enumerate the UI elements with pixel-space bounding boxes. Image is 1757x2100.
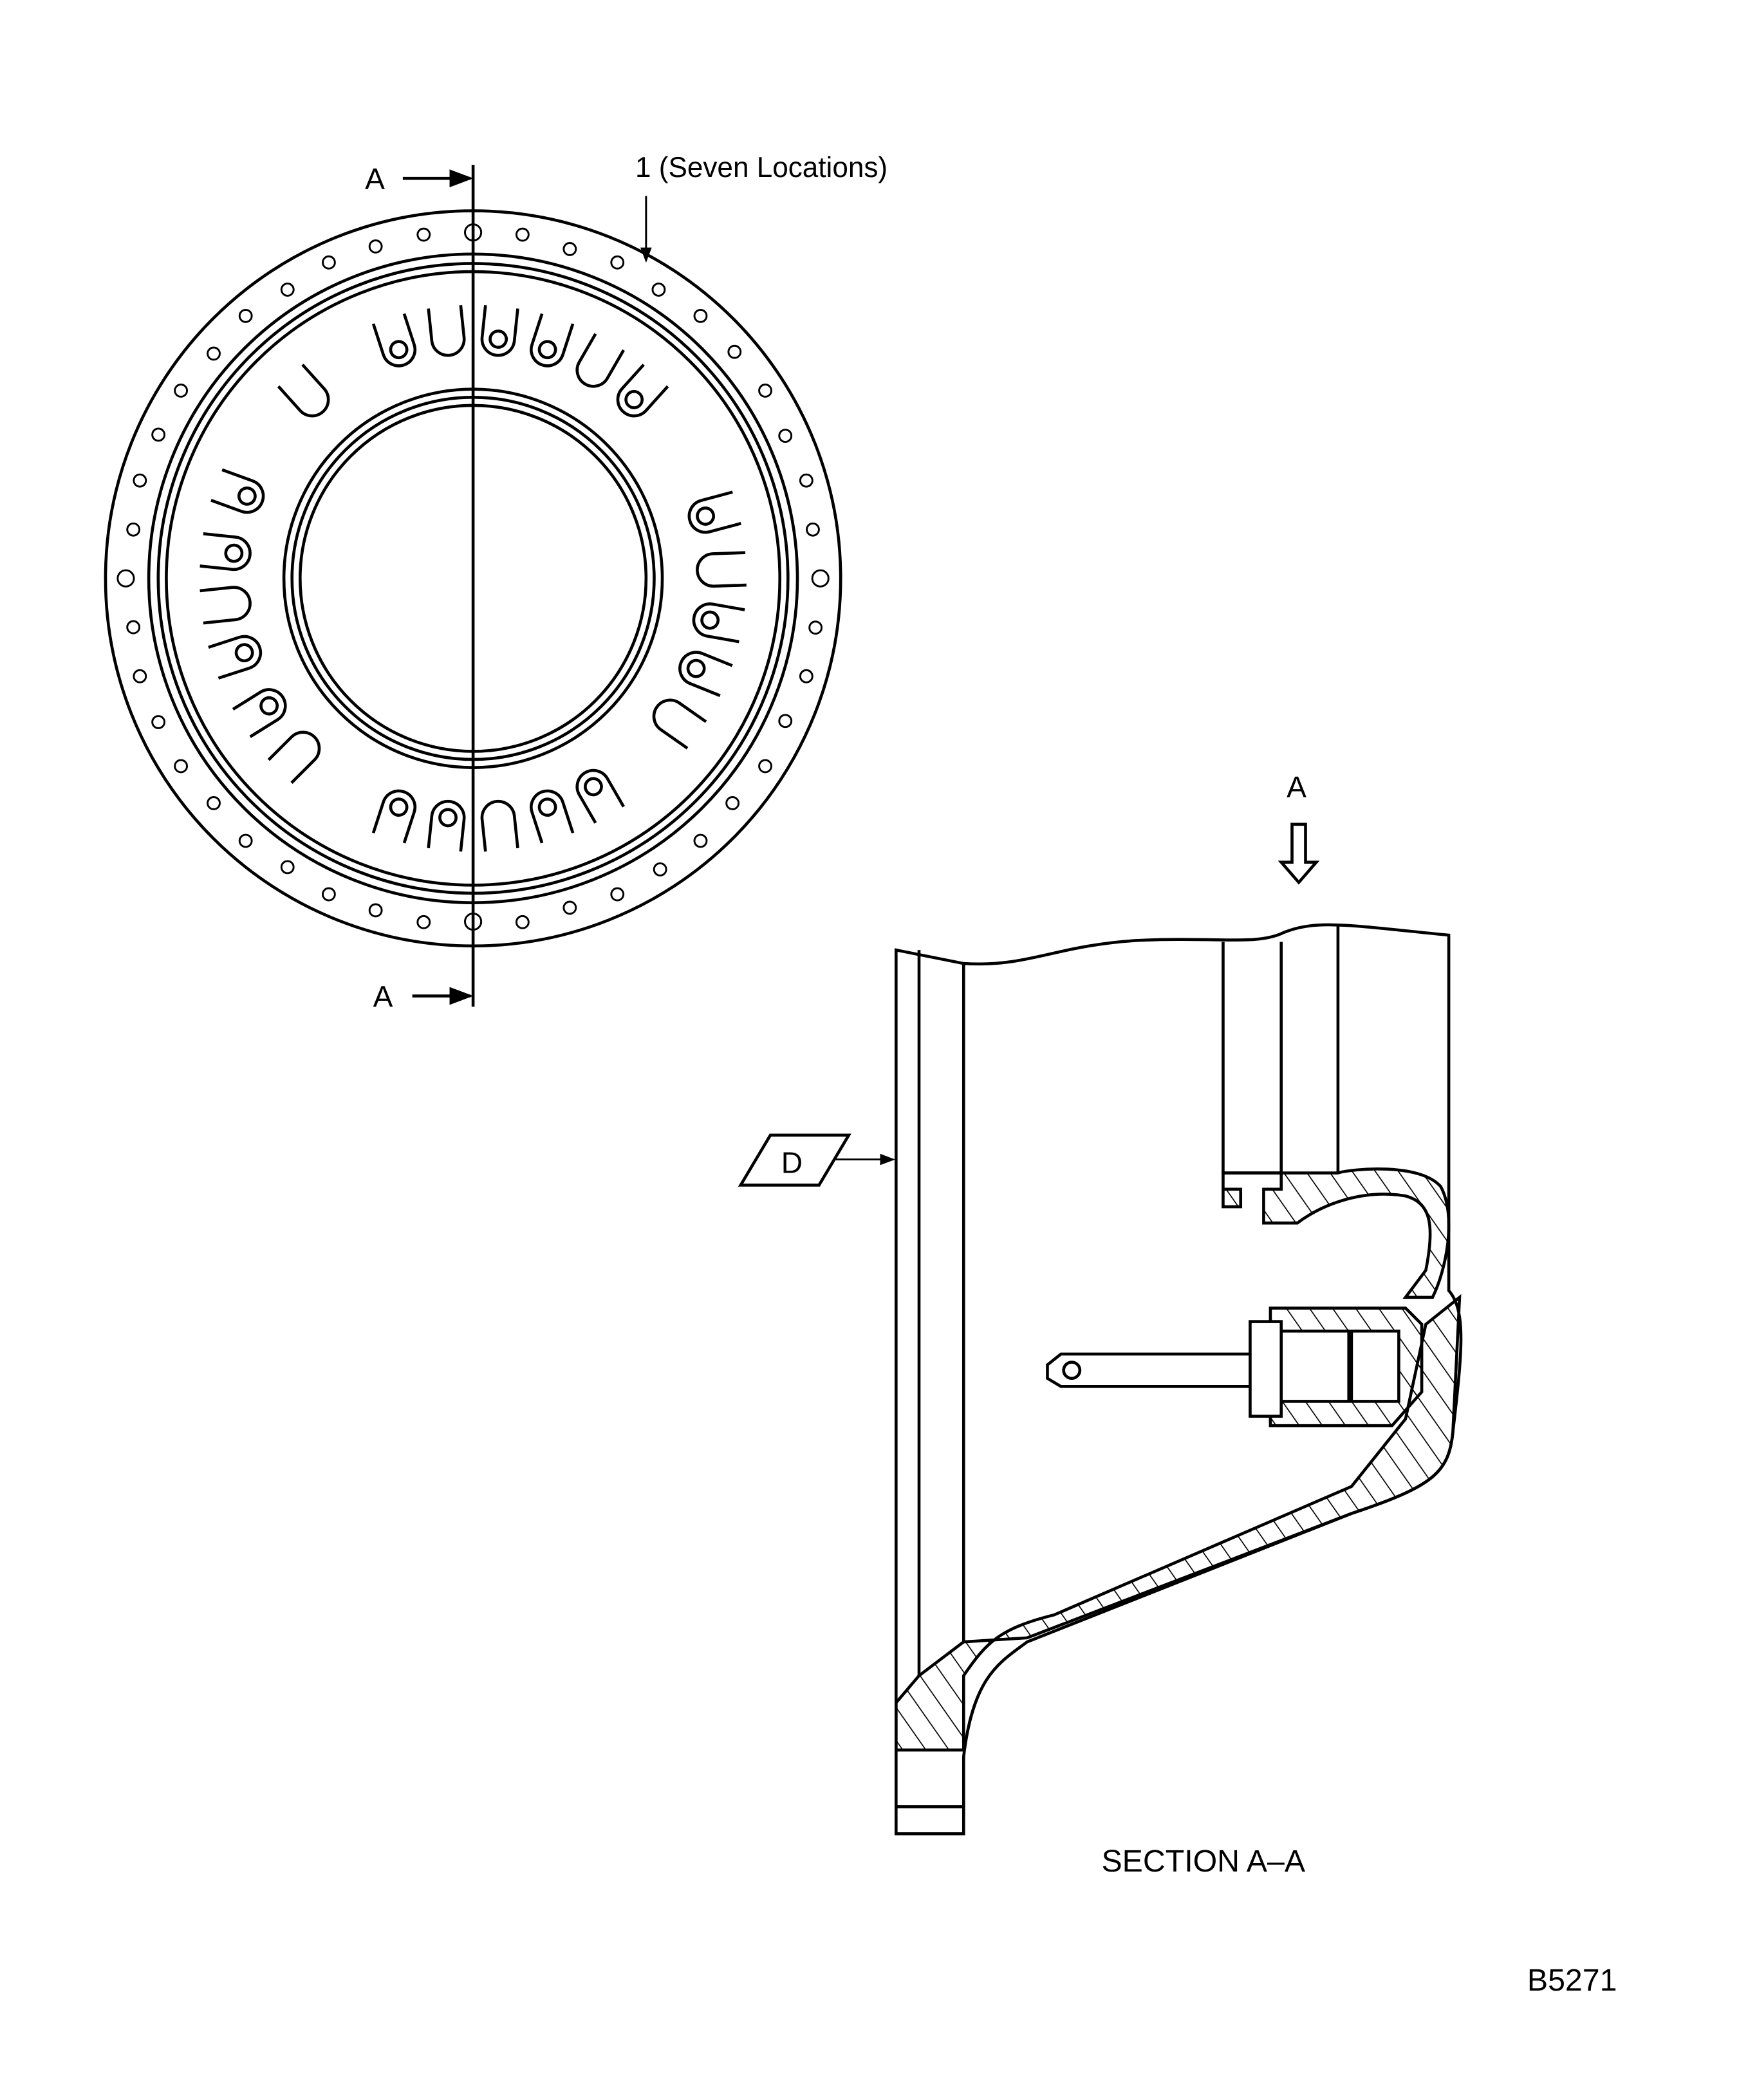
bolt-hole	[651, 283, 666, 297]
bolt-hole	[811, 569, 830, 588]
cooling-slot	[371, 789, 417, 844]
bolt-hole	[778, 714, 793, 729]
bolt-hole	[126, 620, 141, 635]
cooling-slot	[575, 333, 625, 388]
bolt-hole	[416, 915, 431, 929]
bolt-hole	[321, 887, 336, 902]
cooling-slot	[480, 304, 519, 357]
datum-symbol	[738, 1133, 851, 1187]
bolt-hole	[515, 915, 530, 929]
bolt-hole	[238, 308, 253, 323]
bolt-hole	[725, 796, 740, 810]
cooling-slot	[530, 313, 575, 367]
bolt-hole	[280, 860, 295, 875]
bolt-hole	[368, 903, 383, 918]
bolt-hole	[174, 384, 189, 398]
cooling-slot	[616, 364, 669, 418]
view-arrow-icon	[1278, 822, 1320, 885]
figure-id: B5271	[1527, 1963, 1617, 1998]
cooling-slot	[427, 799, 466, 852]
view-arrow-label: A	[1287, 770, 1306, 804]
bolt-hole	[416, 227, 431, 242]
section-mark-top: A	[365, 162, 385, 196]
cooling-slot	[530, 789, 575, 844]
bolt-hole	[727, 344, 742, 359]
bolt-hole	[799, 669, 813, 683]
cooling-slot	[208, 635, 263, 680]
cooling-slot	[200, 586, 252, 625]
cooling-slot	[427, 304, 466, 357]
bolt-hole	[799, 473, 813, 488]
bolt-hole	[321, 255, 336, 270]
bolt-hole	[207, 796, 221, 810]
bolt-hole	[610, 887, 625, 902]
bolt-hole	[693, 308, 708, 323]
cooling-slots	[200, 304, 747, 852]
cooling-slot	[575, 768, 625, 824]
section-mark-bottom: A	[373, 980, 393, 1013]
datum-label: D	[781, 1146, 803, 1180]
cooling-slot	[200, 532, 252, 571]
cooling-slot	[210, 468, 265, 514]
bolt-hole	[280, 283, 295, 297]
callout-seven-locations: 1 (Seven Locations)	[635, 152, 888, 183]
bolt-hole	[653, 862, 667, 877]
bolt-hole	[808, 620, 823, 635]
cooling-slot	[267, 730, 321, 785]
bolt-hole	[174, 759, 189, 774]
cooling-slot	[232, 688, 287, 738]
cooling-slot	[652, 698, 707, 750]
probe	[1046, 1352, 1250, 1388]
bolt-hole	[562, 242, 577, 256]
cooling-slot	[696, 551, 747, 588]
bolt-hole	[207, 346, 221, 361]
bolt-hole	[133, 473, 147, 488]
bolt-hole	[151, 715, 166, 729]
bolt-hole	[693, 833, 708, 848]
bolt-hole	[758, 759, 772, 774]
bolt-hole	[368, 239, 383, 254]
cooling-slot	[687, 490, 741, 534]
bolt-holes	[116, 223, 830, 931]
bolt-hole	[515, 227, 530, 242]
cooling-slot	[480, 799, 519, 852]
bolt-hole	[758, 384, 772, 398]
bolt-hole	[116, 569, 135, 588]
cooling-slot	[692, 602, 745, 644]
bolt-hole	[778, 429, 793, 443]
hatched-wall	[894, 1294, 1462, 1752]
bolt-hole	[151, 427, 166, 442]
bolt-hole	[610, 255, 625, 270]
flange-face-view: A A 1 (Seven Locations)	[104, 152, 888, 1013]
bolt-hole	[562, 900, 577, 915]
cooling-slot	[371, 313, 417, 367]
bolt-hole	[238, 833, 253, 848]
bolt-hole	[133, 669, 147, 683]
cooling-slot	[678, 651, 733, 698]
section-title: SECTION A–A	[1101, 1844, 1305, 1879]
bolt-hole	[126, 522, 141, 537]
bolt-hole	[806, 522, 820, 537]
section-view: A D SECTION A–A	[738, 770, 1463, 1879]
cooling-slot	[277, 364, 330, 418]
